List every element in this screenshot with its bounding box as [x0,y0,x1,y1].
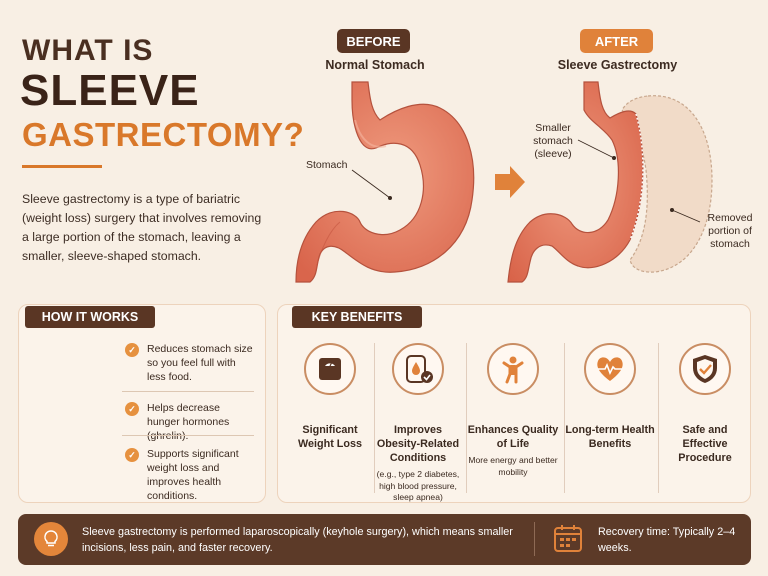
benefit-title: Long-term Health Benefits [565,424,655,450]
glucose-meter-icon [392,343,444,395]
key-benefits-panel [277,304,751,503]
lightbulb-icon [34,522,68,556]
benefit-description: (e.g., type 2 diabetes, high blood press… [376,469,460,502]
intro-paragraph: Sleeve gastrectomy is a type of bariatri… [22,192,262,263]
benefit-title: Safe and Effective Procedure [678,424,732,464]
how-item-text: Supports significant weight loss and imp… [147,448,239,502]
check-icon: ✓ [125,448,139,462]
sleeve-stomach [507,81,644,283]
divider [374,343,375,493]
after-badge: AFTER [580,29,653,53]
benefit-item: Improves Obesity-Related Conditions (e.g… [372,343,464,504]
removed-callout: Removed portion of stomach [707,212,753,250]
how-item: ✓ Supports significant weight loss and i… [125,447,260,503]
calendar-icon [554,525,582,552]
normal-stomach [295,81,475,283]
title-line-3: GASTRECTOMY? [22,116,305,153]
check-icon: ✓ [125,343,139,357]
sleeve-callout: Smaller stomach (sleeve) [533,122,573,160]
heart-pulse-icon [584,343,636,395]
person-active-icon [487,343,539,395]
how-it-works-panel [18,304,266,503]
benefit-title: Improves Obesity-Related Conditions [376,424,460,464]
title-line-1: WHAT IS [22,34,154,67]
recovery-time: Recovery time: Typically 2–4 weeks. [598,526,736,554]
removed-stomach-portion [621,95,713,273]
check-icon: ✓ [125,402,139,416]
benefit-item: Safe and Effective Procedure [659,343,751,465]
after-subtitle: Sleeve Gastrectomy [557,58,678,72]
title-line-2: SLEEVE [20,66,200,115]
footer-bar [18,514,751,565]
how-item-text: Reduces stomach size so you feel full wi… [147,343,253,383]
arrow-right-icon [495,166,525,198]
how-item: ✓ Helps decrease hunger hormones (ghreli… [125,401,255,443]
stomach-callout: Stomach [306,159,348,171]
key-benefits-heading: KEY BENEFITS [292,306,422,328]
benefit-item: Long-term Health Benefits [564,343,656,451]
divider [564,343,565,493]
divider [466,343,467,493]
how-item: ✓ Reduces stomach size so you feel full … [125,342,255,384]
title-underline [22,165,102,168]
benefit-title: Significant Weight Loss [298,424,362,450]
before-badge: BEFORE [337,29,410,53]
divider [122,391,254,392]
stomach-illustration [295,81,713,283]
benefit-item: Significant Weight Loss [284,343,376,451]
benefit-description: More energy and better mobility [468,455,558,477]
how-it-works-heading: HOW IT WORKS [25,306,155,328]
footer-note: Sleeve gastrectomy is performed laparosc… [82,526,513,554]
how-item-text: Helps decrease hunger hormones (ghrelin)… [147,402,230,442]
divider [534,522,535,556]
scale-icon [304,343,356,395]
benefit-title: Enhances Quality of Life [467,424,559,450]
divider [658,343,659,493]
divider [122,435,254,436]
shield-check-icon [679,343,731,395]
benefit-item: Enhances Quality of Life More energy and… [467,343,559,478]
before-subtitle: Normal Stomach [325,58,425,72]
